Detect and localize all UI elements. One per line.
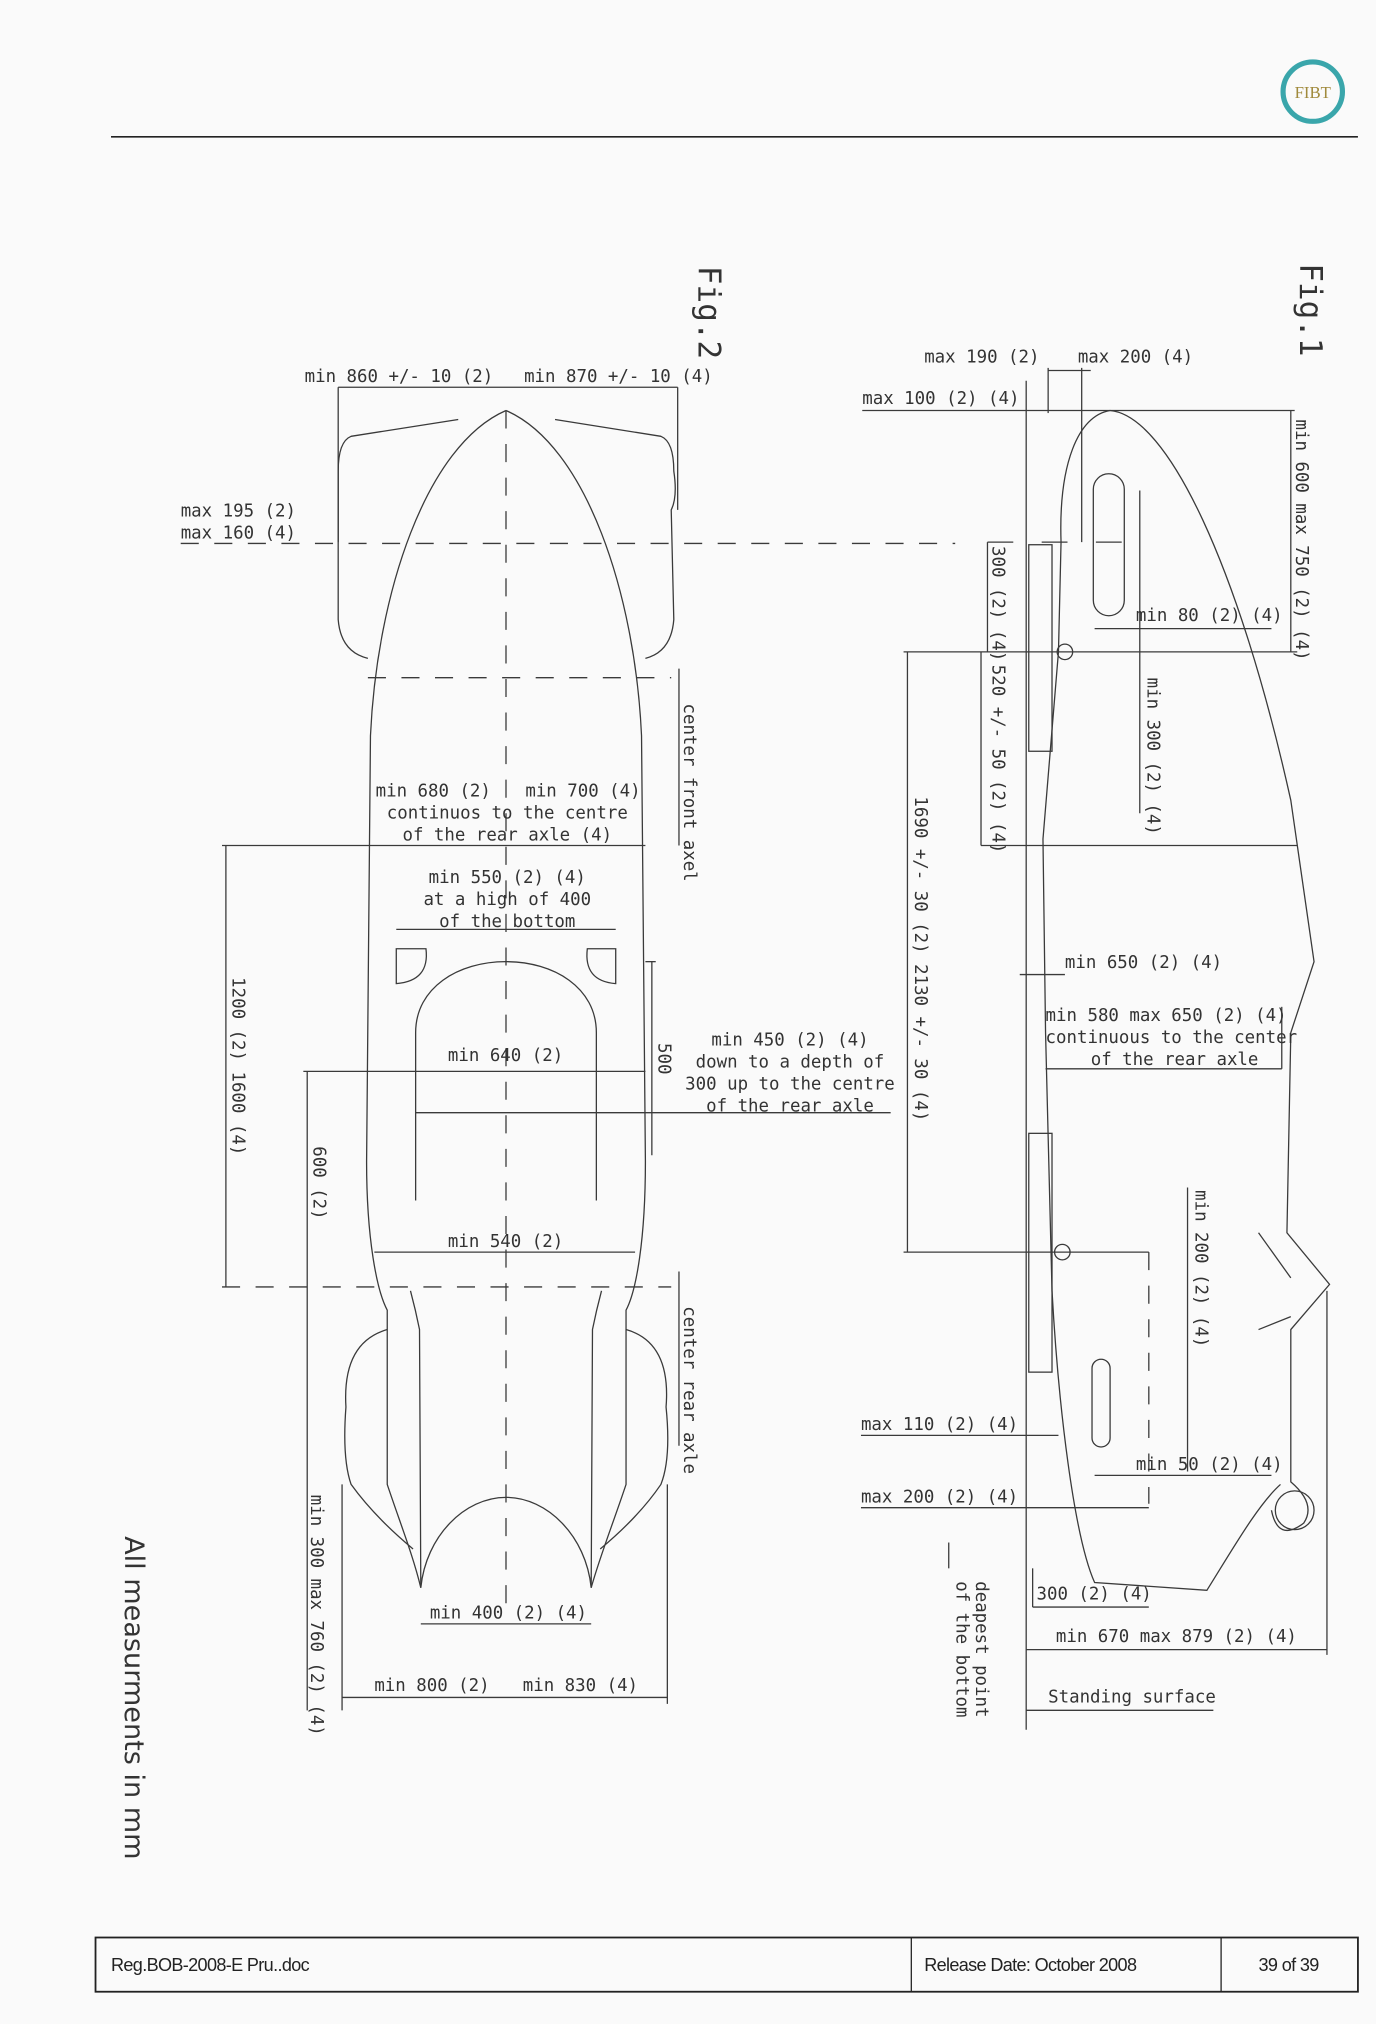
label: 520 +/- 50 (2) (4): [988, 665, 1008, 854]
label: min 650 (2) (4): [1065, 953, 1222, 973]
label: max 190 (2): [924, 348, 1039, 368]
label: continuos to the centre: [387, 803, 628, 823]
label: min 300 max 760 (2) (4): [306, 1495, 326, 1736]
label: min 680 (2): [376, 781, 491, 801]
label: center front axel: [679, 703, 699, 881]
fig2-drawing: Fig.2: [180, 266, 956, 1736]
fig1-title: Fig.1: [1292, 263, 1328, 356]
label: min 540 (2): [448, 1232, 563, 1252]
footer-doc-name: Reg.BOB-2008-E Pru..doc: [111, 1955, 310, 1975]
fibt-logo: FIBT: [1280, 59, 1346, 124]
label: max 200 (4): [1078, 348, 1193, 368]
label: min 830 (4): [523, 1676, 638, 1696]
label: of the bottom: [951, 1581, 971, 1717]
label: 600 (2): [309, 1146, 329, 1219]
label: min 580 max 650 (2) (4): [1046, 1006, 1287, 1026]
label: min 870 +/- 10 (4): [524, 367, 713, 387]
label: max 110 (2) (4): [861, 1415, 1018, 1435]
label: continuous to the center: [1046, 1028, 1298, 1048]
label: 500: [653, 1043, 673, 1074]
svg-text:FIBT: FIBT: [1295, 83, 1331, 102]
label: max 160 (4): [181, 523, 296, 543]
label: 300 (2) (4): [988, 546, 1008, 661]
label: min 50 (2) (4): [1136, 1455, 1283, 1475]
label: min 670 max 879 (2) (4): [1056, 1627, 1297, 1647]
label: 300 (2) (4): [1037, 1584, 1152, 1604]
fig2-title: Fig.2: [690, 266, 726, 359]
label: min 800 (2): [374, 1676, 489, 1696]
label: max 195 (2): [181, 501, 296, 521]
label: at a high of 400: [423, 890, 591, 910]
label: min 80 (2) (4): [1136, 606, 1283, 626]
label: min 700 (4): [525, 781, 640, 801]
footer-release-date: Release Date: October 2008: [924, 1955, 1137, 1975]
label: min 860 +/- 10 (2): [305, 367, 494, 387]
label: of the bottom: [439, 912, 575, 932]
label: min 450 (2) (4): [711, 1031, 868, 1051]
label: min 600 max 750 (2) (4): [1291, 420, 1311, 661]
label: min 640 (2): [448, 1046, 563, 1066]
label: min 300 (2) (4): [1143, 678, 1163, 835]
label: of the rear axle: [1091, 1050, 1259, 1070]
label: 1690 +/- 30 (2) 2130 +/- 30 (4): [910, 796, 930, 1121]
label: center rear axle: [679, 1306, 699, 1474]
footer-table: Reg.BOB-2008-E Pru..doc Release Date: Oc…: [94, 1936, 1359, 1993]
footer-page-number: 39 of 39: [1259, 1955, 1320, 1975]
label: 1200 (2) 1600 (4): [227, 977, 247, 1155]
label: down to a depth of: [696, 1053, 885, 1073]
measurement-note: All measurments in mm: [118, 1536, 149, 1860]
fig1-drawing: Fig.1: [861, 263, 1331, 1730]
label: max 100 (2) (4): [862, 389, 1019, 409]
label: max 200 (2) (4): [861, 1488, 1018, 1508]
label: min 550 (2) (4): [429, 868, 586, 888]
label: min 200 (2) (4): [1190, 1190, 1210, 1347]
label: of the rear axle: [706, 1096, 874, 1116]
label: 300 up to the centre: [685, 1074, 895, 1094]
label: min 400 (2) (4): [430, 1604, 587, 1624]
label: deapest point: [971, 1581, 991, 1717]
label: of the rear axle (4): [402, 825, 612, 845]
label: Standing surface: [1048, 1688, 1216, 1708]
